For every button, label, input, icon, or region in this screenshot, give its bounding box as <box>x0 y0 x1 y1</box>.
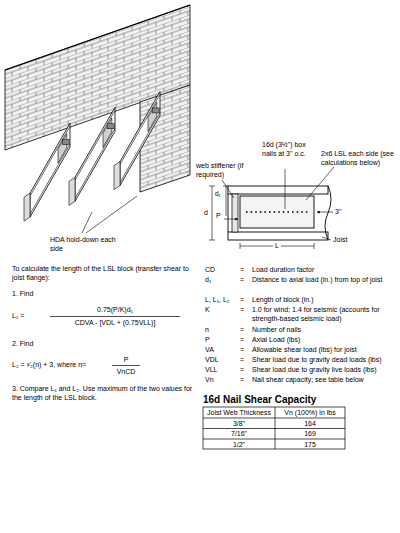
formula-text: L₁ = <box>12 312 24 321</box>
callout-text: web stiffener (if required) <box>196 162 252 179</box>
joist <box>75 107 115 201</box>
callout-text: 2x6 LSL each side (see calculations belo… <box>321 150 397 167</box>
note-text: To calculate the length of the LSL block… <box>12 265 194 282</box>
definition: Shear load due to gravity dead loads (lb… <box>252 356 395 365</box>
equals-sign: = <box>240 326 244 335</box>
equals-sign: = <box>240 276 244 285</box>
definition: Distance to axial load (in.) from top of… <box>252 276 395 285</box>
table-cell: 164 <box>304 420 316 429</box>
hda-hold-down <box>107 124 114 129</box>
symbol: VDL <box>205 356 219 365</box>
joist <box>30 123 70 217</box>
formula-text: 0.75(P/K)d₁ <box>97 306 133 315</box>
lsl-block <box>58 134 67 163</box>
joist-flange <box>120 95 160 165</box>
joist-section <box>228 186 331 240</box>
joists <box>24 92 160 222</box>
dimensions <box>209 167 334 249</box>
dimension-label: d₁ <box>215 190 221 199</box>
symbol: VA <box>205 346 214 355</box>
part-label: Joist <box>333 236 347 245</box>
symbol: d₁ <box>205 276 211 285</box>
dimension-label: d <box>204 209 208 218</box>
symbol: CD <box>205 266 215 275</box>
table-title: 16d Nail Shear Capacity <box>203 394 316 405</box>
formula-text: CDVA - [VDL + (0.75VLL)] <box>75 319 156 328</box>
hda-hold-down <box>152 108 159 113</box>
equals-sign: = <box>240 366 244 375</box>
definition: Number of nails <box>252 326 395 335</box>
table-cell: 169 <box>304 430 316 439</box>
brick-wall <box>5 5 190 192</box>
symbol: P <box>205 336 210 345</box>
joist-end <box>69 177 75 205</box>
dimension-label: 3" <box>335 208 341 217</box>
table-cell: 3/8" <box>233 420 245 429</box>
formula-text: L₂ = ³⁄₂(n) + 3, where n= <box>12 361 86 370</box>
lsl-block <box>103 118 112 147</box>
joist-flange <box>75 128 115 198</box>
step-text: 2. Find <box>12 340 33 349</box>
table-cell: 1/2" <box>233 441 245 450</box>
joist-flange <box>120 113 160 183</box>
equals-sign: = <box>240 376 244 385</box>
equals-sign: = <box>240 356 244 365</box>
fraction-bar <box>50 316 180 317</box>
equals-sign: = <box>240 296 244 305</box>
lsl-block <box>240 196 314 228</box>
step-text: 3. Compare L₁ and L₂. Use maximum of the… <box>12 385 194 402</box>
equals-sign: = <box>240 336 244 345</box>
step-text: 1. Find <box>12 290 33 299</box>
joist-end <box>114 162 120 190</box>
hda-hold-down <box>62 140 69 145</box>
callout-text: HDA hold-down each side <box>50 236 122 253</box>
table-cell: 175 <box>304 441 316 450</box>
definition: Shear load due to gravity live loads (lb… <box>252 366 395 375</box>
equals-sign: = <box>240 306 244 315</box>
symbol: K <box>205 306 210 315</box>
web-stiffener <box>232 194 238 232</box>
joist-flange <box>30 144 70 214</box>
definition: Allowable shear load (lbs) for joist <box>252 346 395 355</box>
table-cell: Vn (100%) in lbs <box>284 409 335 418</box>
leader-line <box>86 196 137 233</box>
joist <box>120 92 160 186</box>
symbol: Vn <box>205 376 214 385</box>
definition: Nail shear capacity; see table below <box>252 376 395 385</box>
definition: 1.0 for wind; 1.4 for seismic (accounts … <box>252 306 395 323</box>
table-cell: 7/16" <box>231 430 247 439</box>
joist-flange <box>30 126 70 196</box>
table-cell: Joist Web Thickness <box>207 409 271 418</box>
formula-text: VnCD <box>117 368 136 377</box>
joist-end <box>24 193 30 221</box>
equals-sign: = <box>240 266 244 275</box>
callout-text: 16d (3½") box nails at 3" o.c. <box>262 141 312 158</box>
definition: Axial Load (lbs) <box>252 336 395 345</box>
table-grid <box>203 407 345 449</box>
nail-row <box>246 211 308 213</box>
symbol: VLL <box>205 366 217 375</box>
definition: Load duration factor <box>252 266 395 275</box>
joist-flange <box>75 110 115 180</box>
dimension-label: L <box>273 242 281 251</box>
equals-sign: = <box>240 346 244 355</box>
load-label: P <box>216 212 221 221</box>
fraction-bar <box>112 365 140 366</box>
lsl-block <box>148 102 157 131</box>
symbol: n <box>205 326 209 335</box>
symbol: L, L₁, L₂ <box>205 296 230 305</box>
formula-text: P <box>124 356 129 365</box>
definition: Length of block (in.) <box>252 296 395 305</box>
